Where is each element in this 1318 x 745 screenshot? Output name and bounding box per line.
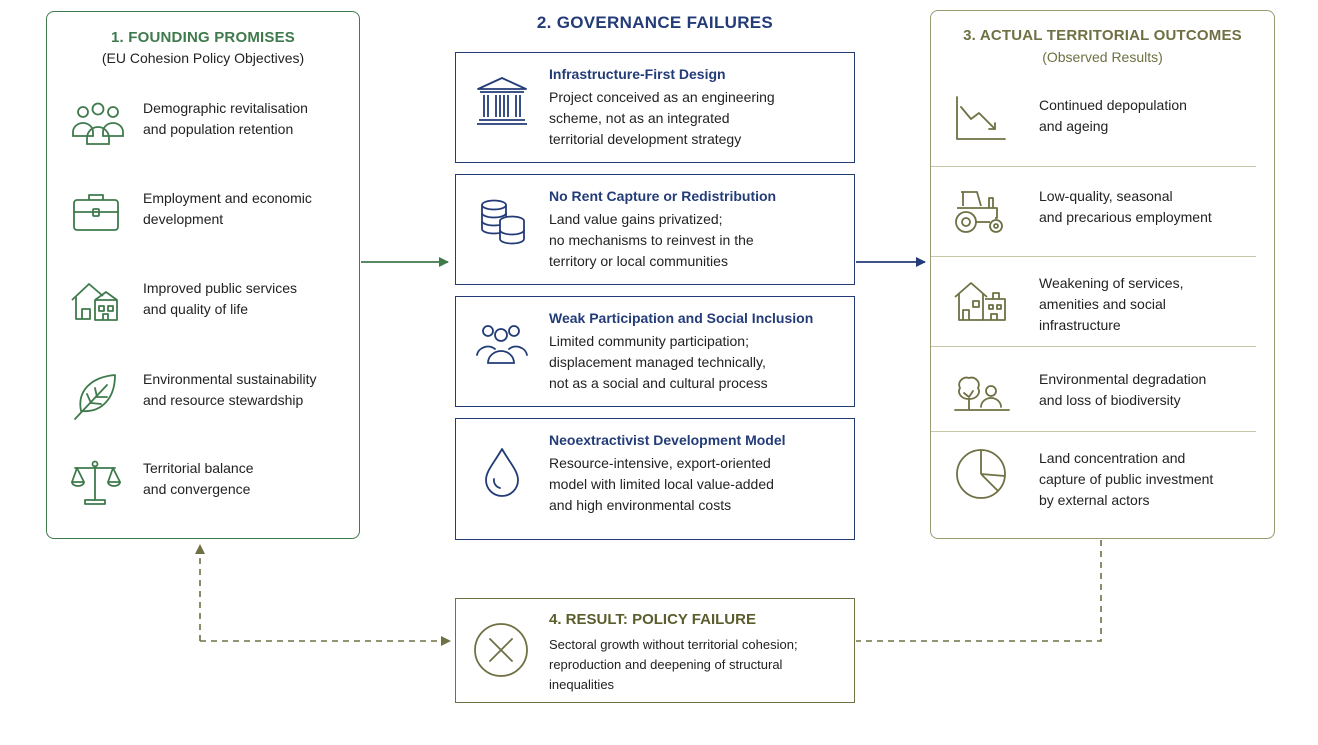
governance-item: Infrastructure-First Design Project conc… <box>455 52 855 163</box>
outcome-item: Land concentration and capture of public… <box>953 448 1258 510</box>
governance-item-text: Land value gains privatized; no mechanis… <box>549 211 754 269</box>
divider <box>931 346 1256 347</box>
governance-item: Weak Participation and Social Inclusion … <box>455 296 855 407</box>
people-icon <box>476 325 528 364</box>
divider <box>931 166 1256 167</box>
governance-item: No Rent Capture or Redistribution Land v… <box>455 174 855 285</box>
policy-failure-box: 4. RESULT: POLICY FAILURE Sectoral growt… <box>455 598 855 703</box>
founding-item-text: Territorial balance and convergence <box>143 460 254 497</box>
house-icon <box>71 283 118 321</box>
governance-item-title: Weak Participation and Social Inclusion <box>549 310 814 326</box>
founding-item-text: Improved public services and quality of … <box>143 280 298 317</box>
territorial-outcomes-subtitle: (Observed Results) <box>1042 49 1163 65</box>
policy-failure-title: 4. RESULT: POLICY FAILURE <box>549 611 756 628</box>
founding-item: Improved public services and quality of … <box>69 278 359 338</box>
governance-item: Neoextractivist Development Model Resour… <box>455 418 855 540</box>
building-icon <box>477 77 527 125</box>
outcome-item-text: Low-quality, seasonal and precarious emp… <box>1039 188 1212 225</box>
divider <box>931 431 1256 432</box>
founding-item-text: Environmental sustainability and resourc… <box>143 371 317 408</box>
tree-person-icon <box>954 376 1010 411</box>
divider <box>931 256 1256 257</box>
houses-icon <box>954 282 1006 321</box>
outcome-item: Continued depopulation and ageing <box>953 95 1258 157</box>
governance-item-title: No Rent Capture or Redistribution <box>549 188 777 204</box>
x-circle-icon <box>474 623 528 677</box>
governance-item-text: Limited community participation; displac… <box>549 333 768 391</box>
coins-icon <box>481 199 525 245</box>
founding-promises-title: 1. FOUNDING PROMISES <box>110 29 296 46</box>
outcome-item: Weakening of services, amenities and soc… <box>953 273 1258 335</box>
tractor-icon <box>955 191 1003 233</box>
outcome-item-text: Weakening of services, amenities and soc… <box>1039 275 1184 333</box>
water-drop-icon <box>485 448 519 497</box>
policy-failure-text: Sectoral growth without territorial cohe… <box>549 637 798 692</box>
territorial-outcomes-panel: 3. ACTUAL TERRITORIAL OUTCOMES (Observed… <box>930 10 1275 539</box>
briefcase-icon <box>73 194 119 231</box>
governance-item-title: Neoextractivist Development Model <box>549 432 786 448</box>
governance-item-text: Project conceived as an engineering sche… <box>549 89 775 147</box>
governance-failures-title: 2. GOVERNANCE FAILURES <box>536 13 774 32</box>
leaf-icon <box>74 374 116 420</box>
dashed-line-outcomes-to-result <box>856 540 1102 642</box>
governance-item-text: Resource-intensive, export-oriented mode… <box>549 455 774 513</box>
outcome-item: Low-quality, seasonal and precarious emp… <box>953 186 1258 248</box>
founding-item-text: Demographic revitalisation and populatio… <box>143 100 308 137</box>
declining-chart-icon <box>956 96 1006 140</box>
founding-promises-panel: 1. FOUNDING PROMISES (EU Cohesion Policy… <box>46 11 360 539</box>
outcome-item-text: Environmental degradation and loss of bi… <box>1039 371 1207 408</box>
outcome-item-text: Land concentration and capture of public… <box>1039 450 1214 508</box>
founding-item: Territorial balance and convergence <box>69 458 359 518</box>
outcome-item: Environmental degradation and loss of bi… <box>953 369 1258 431</box>
people-group-icon <box>72 102 124 145</box>
scales-icon <box>71 460 121 505</box>
founding-item: Employment and economic development <box>69 188 359 248</box>
outcome-item-text: Continued depopulation and ageing <box>1039 97 1187 134</box>
governance-item-title: Infrastructure-First Design <box>549 66 726 82</box>
founding-promises-subtitle: (EU Cohesion Policy Objectives) <box>101 50 305 66</box>
territorial-outcomes-title: 3. ACTUAL TERRITORIAL OUTCOMES <box>963 27 1242 44</box>
pie-chart-icon <box>956 449 1006 499</box>
founding-item: Environmental sustainability and resourc… <box>69 369 359 429</box>
founding-item-text: Employment and economic development <box>143 190 312 227</box>
founding-item: Demographic revitalisation and populatio… <box>69 98 359 158</box>
